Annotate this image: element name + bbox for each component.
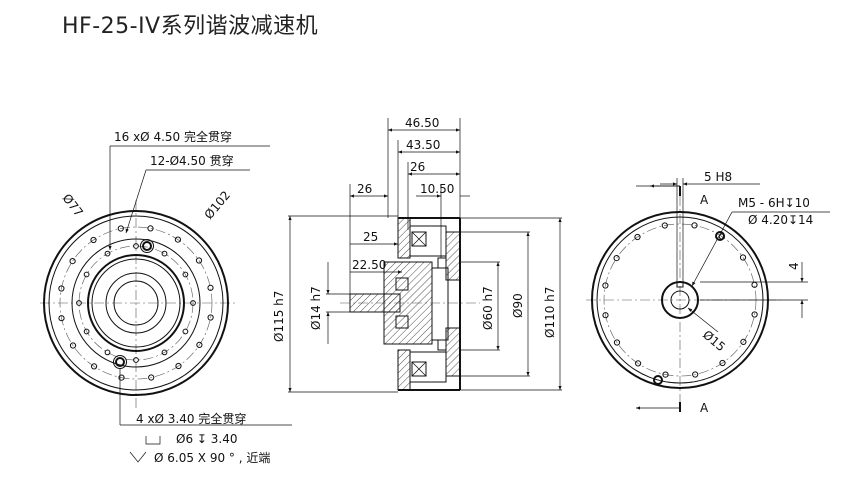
mounting-hole <box>175 362 182 370</box>
front-callout-bottom-3: Ø 6.05 X 90 ° , 近端 <box>154 451 270 465</box>
mounting-hole <box>76 300 82 306</box>
mounting-hole <box>174 236 181 243</box>
dia-110-label: Ø110 h7 <box>543 287 557 338</box>
thread-callout: M5 - 6H↧10 <box>738 196 810 210</box>
dia-90-label: Ø90 <box>511 293 525 318</box>
dim-46-50: 46.50 <box>405 116 439 130</box>
dia-60-label: Ø60 h7 <box>481 286 495 330</box>
mounting-hole <box>69 258 76 265</box>
dim-26-left: 26 <box>357 182 372 196</box>
mounting-hole <box>182 328 189 335</box>
mounting-hole <box>90 236 97 244</box>
mounting-hole <box>133 243 139 249</box>
mounting-hole <box>635 360 642 367</box>
mounting-hole <box>739 254 747 261</box>
mounting-hole <box>602 312 609 319</box>
mounting-hole <box>117 225 124 232</box>
keyway-depth-label: 4 <box>787 262 801 270</box>
mounting-hole <box>161 349 168 356</box>
dim-25: 25 <box>363 230 378 244</box>
mounting-hole <box>190 300 196 306</box>
keyway <box>676 281 684 288</box>
mounting-hole <box>104 349 111 356</box>
dia-14-label: Ø14 h7 <box>309 286 323 330</box>
mounting-hole <box>207 284 214 291</box>
mounting-hole <box>661 222 668 229</box>
mounting-hole <box>161 250 168 257</box>
mounting-hole <box>751 311 758 318</box>
mounting-hole <box>104 250 111 257</box>
countersink-icon <box>129 451 147 463</box>
section-view: 46.50 43.50 26 26 10.50 25 22.50 Ø115 h7… <box>272 116 562 393</box>
dia-115-label: Ø115 h7 <box>272 291 286 342</box>
front-outer-hole-pattern <box>58 225 214 381</box>
mounting-hole <box>740 338 747 345</box>
bore-dia-label: Ø15 <box>700 328 728 355</box>
mounting-hole <box>83 328 90 335</box>
mounting-hole <box>751 281 758 288</box>
front-callout-through-12: 12-Ø4.50 贯穿 <box>150 153 234 168</box>
section-mark-bottom: A <box>700 401 709 415</box>
mounting-hole <box>692 371 699 378</box>
dim-26-top: 26 <box>410 160 425 174</box>
front-callout-through-16: 16 xØ 4.50 完全贯穿 <box>114 129 232 144</box>
dim-43-50: 43.50 <box>406 138 440 152</box>
mounting-hole <box>91 363 98 370</box>
dim-10-50: 10.50 <box>420 182 454 196</box>
front-view: Ø77 Ø102 16 xØ 4.50 完全贯穿 12-Ø4.50 贯穿 4 x… <box>40 129 292 465</box>
page-title: HF-25-IV系列谐波减速机 <box>62 14 319 39</box>
mounting-hole <box>133 357 139 363</box>
mounting-hole <box>69 342 77 349</box>
mounting-hole <box>602 282 609 289</box>
thread-drill-callout: Ø 4.20↧14 <box>748 213 813 227</box>
mounting-hole <box>182 271 189 278</box>
front-tapped-hole <box>115 357 125 367</box>
front-dia-102-label: Ø102 <box>202 188 234 222</box>
mounting-hole <box>58 285 65 292</box>
mounting-hole <box>83 271 90 278</box>
dim-22-50: 22.50 <box>352 258 386 272</box>
mounting-hole <box>148 374 155 381</box>
front-outer-circle <box>43 210 229 396</box>
mounting-hole <box>634 233 641 241</box>
front-callout-bottom-1: 4 xØ 3.40 完全贯穿 <box>136 411 246 426</box>
mounting-hole <box>58 315 65 322</box>
front-inner-hole-pattern <box>76 243 196 363</box>
mounting-hole <box>207 314 214 321</box>
mounting-hole <box>195 257 203 264</box>
keyway-width-label: 5 H8 <box>704 170 732 184</box>
front-dia-77-label: Ø77 <box>60 191 86 219</box>
front-callout-bottom-2: Ø6 ↧ 3.40 <box>176 432 237 446</box>
mounting-hole <box>662 371 669 378</box>
mounting-hole <box>719 359 726 367</box>
counterbore-icon <box>145 436 161 445</box>
mounting-hole <box>147 225 154 232</box>
section-mark-top: A <box>700 193 709 207</box>
hub <box>383 261 433 345</box>
mounting-hole <box>691 222 698 229</box>
mounting-hole <box>613 255 620 262</box>
mounting-hole <box>613 339 621 346</box>
mounting-hole <box>118 374 125 381</box>
mounting-hole <box>196 341 203 348</box>
front-tapped-hole <box>142 241 152 251</box>
rear-view: A A 5 H8 M5 - 6H↧10 Ø 4.20↧14 4 Ø15 <box>586 170 830 415</box>
